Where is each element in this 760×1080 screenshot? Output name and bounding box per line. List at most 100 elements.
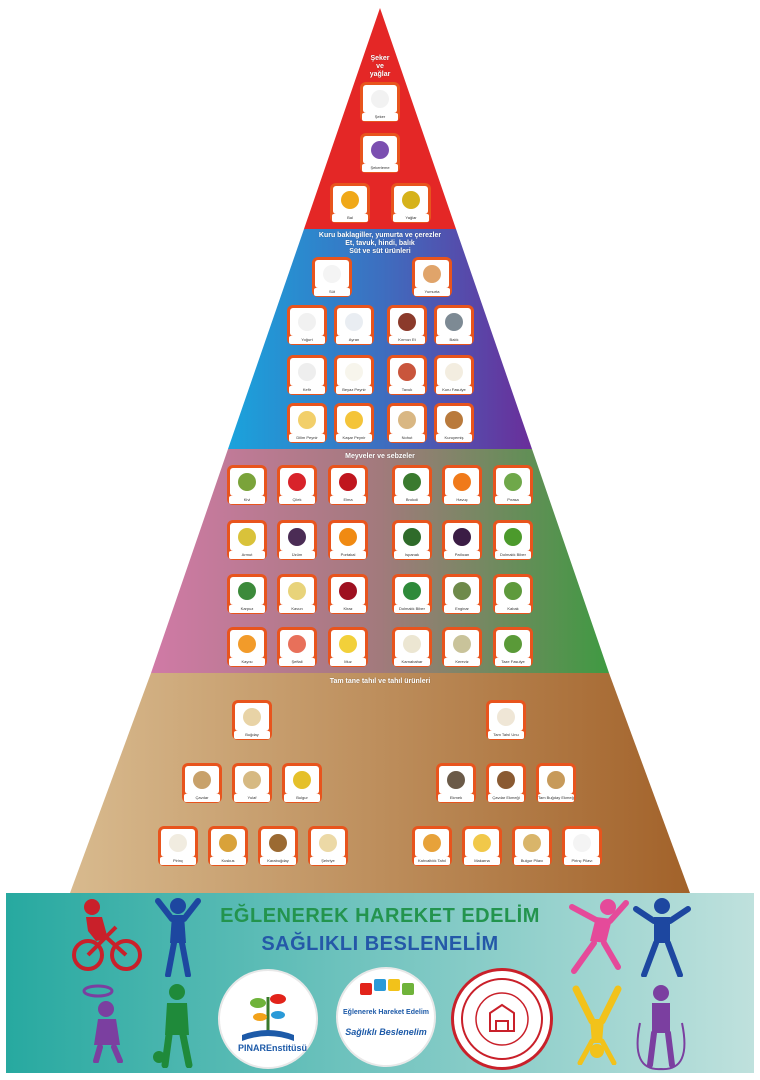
food-tile: Patlıcan [442,520,482,560]
food-tile: Dilim Peynir [287,403,327,443]
food-icon [445,363,463,381]
food-photo [290,406,324,434]
food-tile: Pirinç [158,826,198,866]
food-icon [288,528,306,546]
food-icon [423,834,441,852]
food-tile: Süt [312,257,352,297]
food-label: Dolmalık Biber [394,605,430,613]
girl-dancing-icon [569,899,629,974]
kid-jump-rope-icon [636,985,686,1071]
food-label: Kiraz [330,605,366,613]
food-icon [402,191,420,209]
food-tile: Portakal [328,520,368,560]
food-icon [504,528,522,546]
food-tile: Yoğurt [287,305,327,345]
food-icon [341,191,359,209]
food-label: Kefir [289,386,325,394]
food-icon [219,834,237,852]
food-tile: Armut [227,520,267,560]
food-tile: Makarna [462,826,502,866]
food-label: Kırmızı Et [389,336,425,344]
food-icon [497,771,515,789]
food-icon [453,473,471,491]
food-icon [288,635,306,653]
food-label: Kabak [495,605,531,613]
food-tile: Çilek [277,465,317,505]
food-icon [169,834,187,852]
food-label: Şekerleme [362,164,398,172]
food-icon [345,411,363,429]
kid-football-icon [153,984,193,1068]
food-tile: Kivi [227,465,267,505]
food-icon [504,635,522,653]
food-label: Kuru Fasulye [436,386,472,394]
food-tile: Tavuk [387,355,427,395]
food-photo [280,468,314,496]
kid-jumping-icon [155,898,201,977]
food-icon [288,582,306,600]
food-tile: Kırmızı Et [387,305,427,345]
food-label: Bal [332,214,368,222]
food-photo [390,358,424,386]
food-tile: Taze Fasulye [493,627,533,667]
food-label: Tam Buğday Ekmeği [538,794,574,802]
food-icon [403,635,421,653]
food-tile: Karpuz [227,574,267,614]
food-label: Portakal [330,551,366,559]
food-label: Çavdar Ekmeği [488,794,524,802]
food-tile: Yağlar [391,183,431,223]
food-photo [315,260,349,288]
pinar-logo-text-a: PINAR [238,1043,267,1053]
tier-title-protein: Kuru baklagiller, yumurta ve çerezler Et… [318,232,442,255]
food-photo [285,766,319,794]
food-label: Dilim Peynir [289,434,325,442]
food-photo [437,358,471,386]
food-tile: Üzüm [277,520,317,560]
food-icon [339,582,357,600]
food-icon [497,708,515,726]
food-photo [439,766,473,794]
food-photo [230,468,264,496]
food-photo [331,468,365,496]
pinar-logo-text-b: Enstitüsü [266,1043,308,1053]
food-photo [445,468,479,496]
food-photo [331,523,365,551]
food-label: Bulgur Pilavı [514,857,550,865]
food-tile: Ayran [334,305,374,345]
slogan-line-2: SAĞLIKLI BESLENELİM [261,933,499,955]
food-photo [395,523,429,551]
food-tile: Dolmalık Biber [392,574,432,614]
food-tile: Brokoli [392,465,432,505]
food-photo [363,136,397,164]
food-icon [288,473,306,491]
campaign-logo-text-a: Eğlenerek Hareket Edelim [343,1009,429,1016]
food-icon [269,834,287,852]
food-icon [339,635,357,653]
food-photo [185,766,219,794]
food-tile: Nohut [387,403,427,443]
food-tile: Kabak [493,574,533,614]
food-icon [238,473,256,491]
food-tile: Ispanak [392,520,432,560]
food-photo [311,829,345,857]
food-label: Kayısı [229,658,265,666]
cyclist-icon [72,899,142,971]
food-photo [235,766,269,794]
campaign-logo: Eğlenerek Hareket Edelim Sağlıklı Beslen… [338,969,434,1065]
food-photo [395,630,429,658]
food-label: Çilek [279,496,315,504]
tier-title-grains: Tam tane tahıl ve tahıl ürünleri [329,678,431,685]
food-icon [473,834,491,852]
food-label: Muz [330,658,366,666]
food-icon [298,411,316,429]
food-label: Şeker [362,113,398,121]
food-icon [323,265,341,283]
campaign-logo-text-b: Sağlıklı Beslenelim [345,1027,427,1037]
food-photo [337,406,371,434]
food-icon [447,771,465,789]
food-photo [280,630,314,658]
food-label: Taze Fasulye [495,658,531,666]
food-photo [390,406,424,434]
food-photo [437,406,471,434]
food-photo [496,630,530,658]
